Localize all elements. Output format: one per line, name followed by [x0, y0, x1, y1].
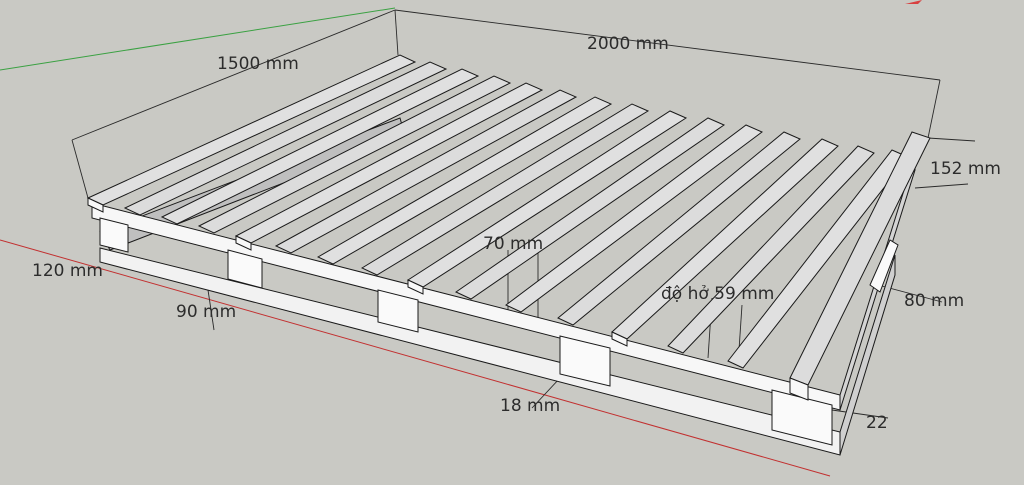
- dim-line-18: [531, 377, 561, 409]
- dim-label-length: 2000 mm: [587, 34, 669, 54]
- dimension-labels: 2000 mm 1500 mm 152 mm 120 mm 90 mm 70 m…: [32, 34, 1001, 433]
- top-deck-slats: [86, 54, 931, 386]
- block: [771, 389, 833, 446]
- slat-front-edges: [87, 197, 809, 401]
- dim-line-90: [207, 289, 215, 331]
- axis-lines: [0, 0, 922, 477]
- dim-line-152b: [914, 183, 969, 189]
- red-axis: [0, 239, 831, 477]
- dim-tick-2000-right: [927, 79, 941, 139]
- slat: [454, 117, 726, 300]
- dim-line-152: [927, 137, 976, 142]
- dim-label-top-board-height: 80 mm: [904, 291, 964, 311]
- slat: [360, 103, 650, 276]
- dim-label-board-gap-height: 70 mm: [483, 234, 543, 254]
- slat: [274, 89, 578, 254]
- block: [559, 335, 611, 387]
- dim-line-2000: [394, 9, 941, 81]
- slat-edge: [789, 377, 809, 401]
- dim-tick-1500-right: [394, 9, 399, 56]
- slat: [197, 75, 512, 234]
- slat: [557, 131, 801, 326]
- slat-edge: [407, 279, 424, 295]
- stringer-bottom-front: [99, 247, 841, 456]
- dim-label-width: 1500 mm: [217, 54, 299, 74]
- block: [869, 239, 899, 293]
- stringer-bottom-right: [839, 254, 896, 456]
- dim-tick-1500-left: [71, 139, 89, 199]
- slat: [316, 96, 613, 265]
- dim-label-edge-thickness: 22: [866, 413, 888, 433]
- dim-label-gap: độ hở 59 mm: [661, 284, 774, 304]
- dim-label-bottom-thickness: 18 mm: [500, 396, 560, 416]
- dim-line-22: [831, 409, 889, 419]
- green-axis: [0, 7, 396, 71]
- dim-label-stringer-height: 120 mm: [32, 261, 103, 281]
- dim-label-block-width: 90 mm: [176, 302, 236, 322]
- dim-label-end-board: 152 mm: [930, 159, 1001, 179]
- red-axis-marker: [905, 0, 922, 4]
- slat: [160, 68, 480, 225]
- block: [99, 217, 129, 253]
- slat: [667, 145, 875, 354]
- slat-edge: [235, 235, 252, 251]
- slat-edge: [87, 197, 104, 213]
- dim-line-1500: [71, 9, 396, 141]
- slat: [505, 124, 763, 313]
- slat-edge: [611, 331, 628, 347]
- blocks: [99, 217, 899, 446]
- block: [377, 289, 419, 333]
- slat: [123, 61, 448, 216]
- block: [227, 249, 263, 289]
